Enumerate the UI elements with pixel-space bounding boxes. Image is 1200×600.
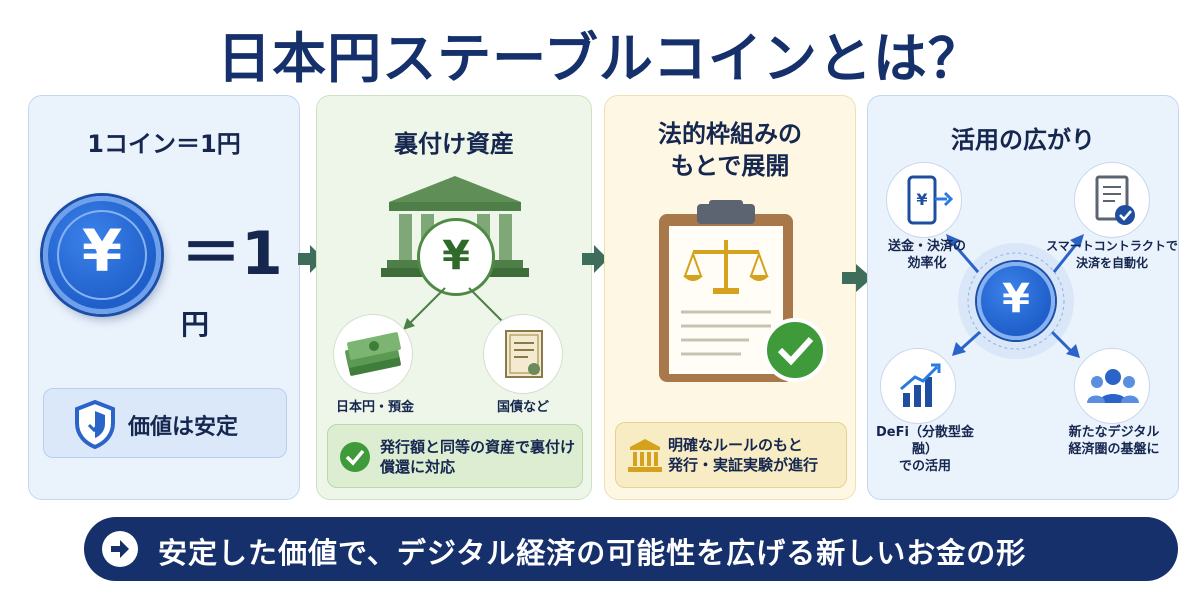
flow-arrow-icon [582, 245, 608, 273]
backing-note-line1: 発行額と同等の資産で裏付け [380, 438, 576, 456]
cash-icon [333, 314, 413, 394]
legal-note-line2: 発行・実証実験が進行 [668, 456, 819, 474]
stable-value-badge: 価値は安定 [43, 388, 287, 458]
usage-item-4: 新たなデジタル 経済圏の基盤に [1054, 424, 1174, 458]
center-yen-coin-icon: ¥ [977, 262, 1055, 340]
arrow-right-circle-icon [102, 531, 138, 567]
yen-unit: 円 [181, 308, 210, 341]
bank-yen-badge: ¥ [417, 218, 495, 296]
legal-note: 明確なルールのもと 発行・実証実験が進行 [615, 422, 847, 488]
panel-legal-title: 法的枠組みの もとで展開 [605, 118, 855, 182]
panel-usage-title: 活用の広がり [951, 126, 1095, 154]
usage-item-3-line1: DeFi（分散型金融） [876, 425, 974, 457]
panel-usage: 活用の広がり ¥ ¥ 送金・決済の 効率化 [867, 95, 1179, 500]
flow-arrow-icon [298, 245, 324, 273]
panel-legal: 法的枠組みの もとで展開 明確なルールのもと [604, 95, 856, 500]
usage-item-2: スマートコントラクトで 決済を自動化 [1046, 238, 1178, 272]
asset-bonds-label: 国債など [496, 400, 549, 415]
panel-legal-title-line1: 法的枠組みの [658, 120, 802, 148]
backing-note: 発行額と同等の資産で裏付け 償還に対応 [327, 424, 583, 488]
panel-backing: 裏付け資産 ¥ 日本円・預金 [316, 95, 592, 500]
yen-coin-icon: ¥ [43, 196, 161, 314]
coin-yen-symbol: ¥ [81, 217, 123, 285]
asset-cash-label: 日本円・預金 [335, 400, 414, 415]
check-circle-icon [340, 442, 370, 472]
summary-banner: 安定した価値で、デジタル経済の可能性を広げる新しいお金の形 [84, 517, 1178, 581]
legal-note-line1: 明確なルールのもと [668, 436, 803, 454]
center-yen-symbol: ¥ [1002, 276, 1030, 322]
bond-certificate-icon [483, 314, 563, 394]
equals-one: ＝1 [181, 219, 283, 289]
panel-backing-title: 裏付け資産 [394, 130, 514, 158]
usage-item-2-line2: 決済を自動化 [1075, 256, 1148, 270]
usage-item-2-line1: スマートコントラクトで [1046, 239, 1178, 253]
usage-item-1-line1: 送金・決済の [887, 239, 966, 254]
bank-yen-symbol: ¥ [442, 233, 470, 279]
shield-icon [75, 399, 115, 449]
people-group-icon [1074, 348, 1150, 424]
usage-item-3-line2: での活用 [898, 459, 951, 474]
clipboard-scales-icon [659, 200, 827, 382]
usage-item-4-line1: 新たなデジタル [1068, 425, 1160, 440]
stable-value-label: 価値は安定 [128, 415, 239, 440]
svg-text:¥: ¥ [916, 190, 927, 209]
panel-one-coin: 1コイン＝1円 ¥ ＝1円 価値は安定 [28, 95, 300, 500]
smartphone-transfer-icon: ¥ [886, 162, 962, 238]
equals-one-yen: ＝1円 [181, 224, 299, 344]
usage-item-1: 送金・決済の 効率化 [872, 238, 982, 272]
panel-one-coin-title: 1コイン＝1円 [87, 130, 241, 158]
panel-legal-title-line2: もとで展開 [670, 152, 790, 180]
usage-item-3: DeFi（分散型金融） での活用 [868, 424, 982, 475]
growth-chart-icon [880, 348, 956, 424]
backing-note-line2: 償還に対応 [380, 458, 456, 476]
summary-banner-text: 安定した価値で、デジタル経済の可能性を広げる新しいお金の形 [158, 536, 1027, 570]
contract-check-icon [1074, 162, 1150, 238]
usage-item-4-line2: 経済圏の基盤に [1068, 442, 1160, 457]
usage-item-1-line2: 効率化 [907, 256, 947, 271]
flow-arrow-icon [842, 264, 872, 292]
page-title: 日本円ステーブルコインとは？ [217, 27, 983, 90]
institution-icon [628, 439, 662, 472]
